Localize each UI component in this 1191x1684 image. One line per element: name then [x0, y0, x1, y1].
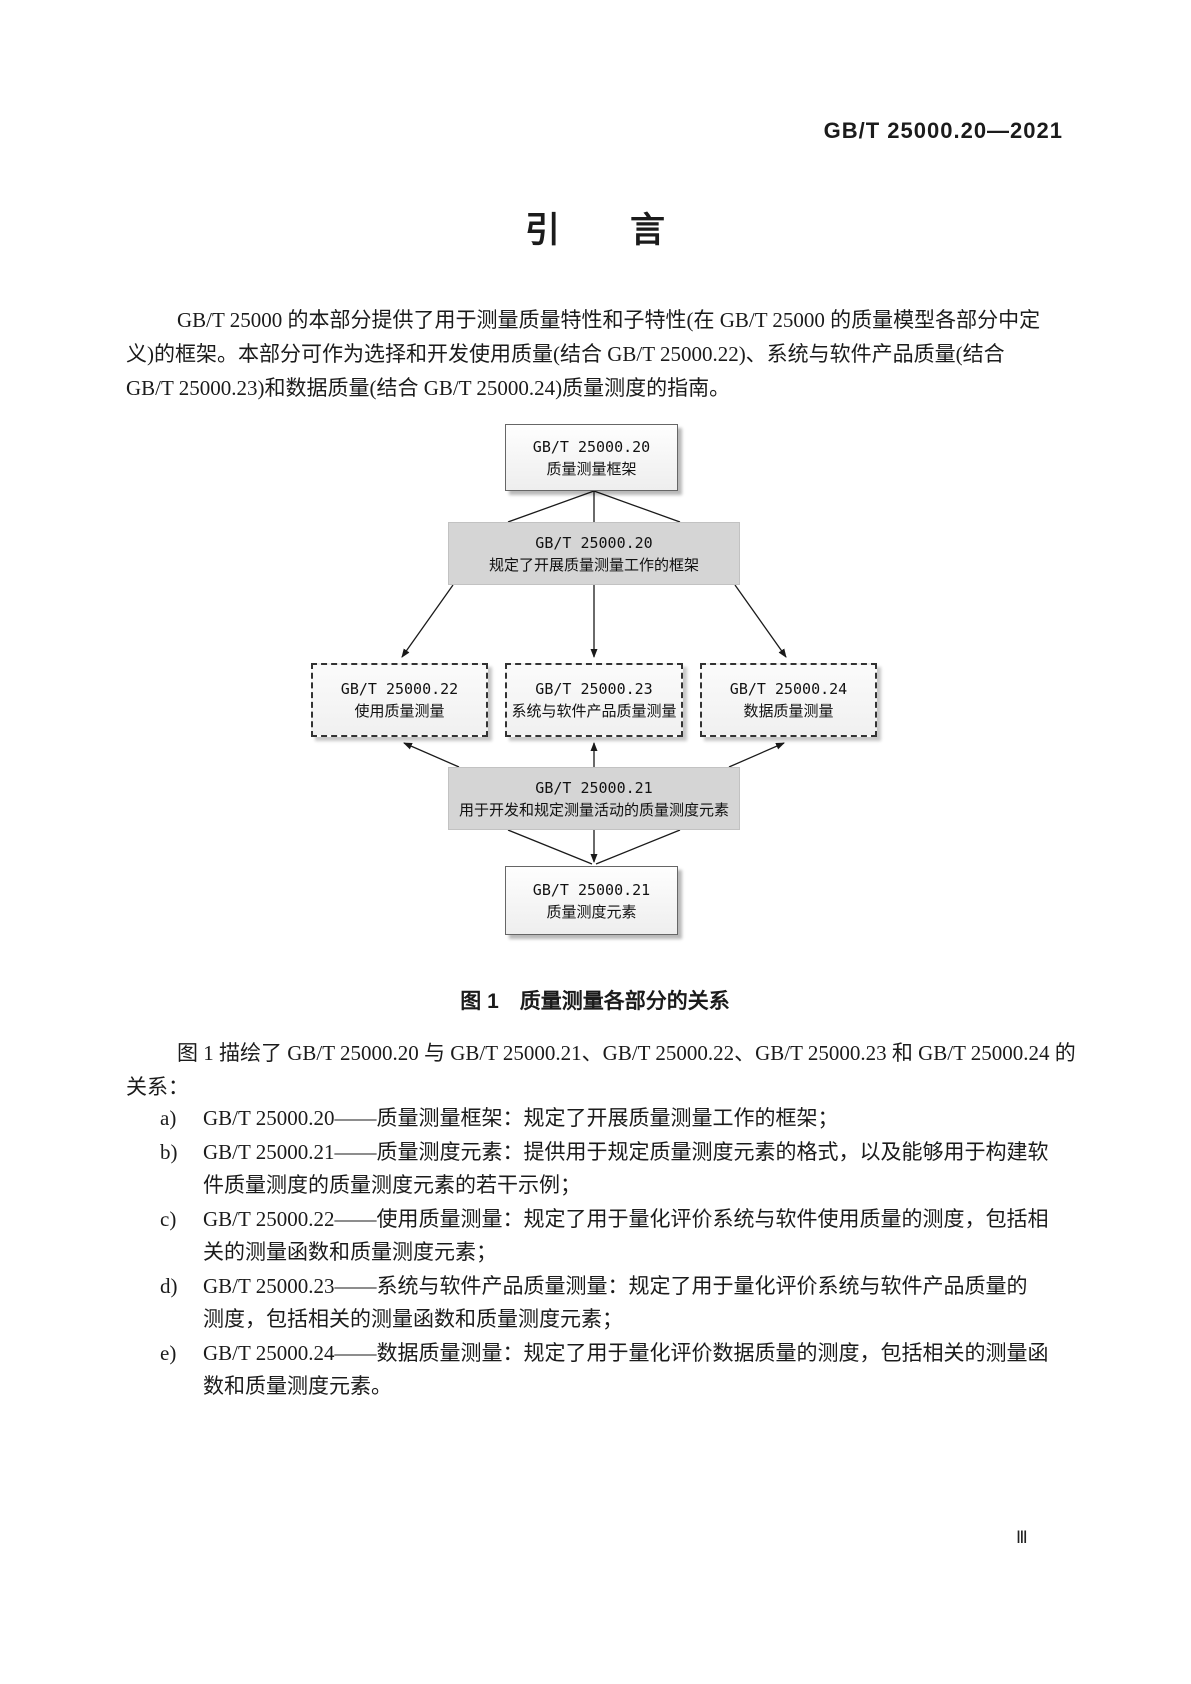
list-line: 数和质量测度元素。 [203, 1374, 392, 1398]
list-item-c: c) GB/T 25000.22——使用质量测量：规定了用于量化评价系统与软件使… [160, 1203, 1066, 1270]
list-line: 件质量测度的质量测度元素的若干示例； [203, 1173, 581, 1197]
box-label: 规定了开展质量测量工作的框架 [488, 555, 699, 574]
box-code: GB/T 25000.21 [535, 778, 653, 797]
box-label: 使用质量测量 [354, 702, 445, 720]
box-code: GB/T 25000.21 [532, 880, 651, 899]
box-quality-measure-elements: GB/T 25000.21 质量测度元素 [505, 866, 678, 935]
box-code: GB/T 25000.24 [729, 680, 848, 698]
standards-list: a) GB/T 25000.20——质量测量框架：规定了开展质量测量工作的框架；… [160, 1102, 1066, 1404]
list-line: GB/T 25000.23——系统与软件产品质量测量：规定了用于量化评价系统与软… [203, 1273, 1028, 1298]
box-quality-in-use-measurement: GB/T 25000.22 使用质量测量 [311, 663, 488, 737]
list-line: 关的测量函数和质量测度元素； [203, 1240, 497, 1264]
list-marker: a) [160, 1106, 177, 1130]
figure-caption: 图 1 质量测量各部分的关系 [460, 990, 730, 1013]
list-item-d: d) GB/T 25000.23——系统与软件产品质量测量：规定了用于量化评价系… [160, 1270, 1066, 1337]
list-marker: d) [160, 1273, 178, 1298]
list-line: GB/T 25000.20——质量测量框架：规定了开展质量测量工作的框架； [203, 1106, 839, 1130]
after-figure-paragraph: 图 1 描绘了 GB/T 25000.20 与 GB/T 25000.21、GB… [126, 1036, 1076, 1104]
box-label: 质量测量框架 [546, 459, 637, 478]
list-marker: b) [160, 1139, 178, 1164]
box-framework-description: GB/T 25000.20 规定了开展质量测量工作的框架 [448, 522, 740, 585]
page-title: 引 言 [524, 211, 665, 250]
list-line: 测度，包括相关的测量函数和质量测度元素； [203, 1307, 623, 1331]
list-marker: e) [160, 1340, 177, 1365]
list-item-e: e) GB/T 25000.24——数据质量测量：规定了用于量化评价数据质量的测… [160, 1337, 1066, 1404]
paragraph-line: 图 1 描绘了 GB/T 25000.20 与 GB/T 25000.21、GB… [177, 1041, 1076, 1065]
box-data-quality-measurement: GB/T 25000.24 数据质量测量 [700, 663, 877, 737]
box-code: GB/T 25000.20 [532, 437, 651, 456]
box-code: GB/T 25000.23 [535, 680, 653, 698]
box-quality-measurement-framework: GB/T 25000.20 质量测量框架 [505, 424, 678, 491]
page-number: Ⅲ [1016, 1528, 1028, 1547]
box-label: 系统与软件产品质量测量 [511, 702, 677, 720]
list-item-a: a) GB/T 25000.20——质量测量框架：规定了开展质量测量工作的框架； [160, 1102, 1066, 1136]
list-marker: c) [160, 1206, 177, 1231]
standard-number-header: GB/T 25000.20—2021 [823, 118, 1063, 143]
box-system-software-product-quality-measurement: GB/T 25000.23 系统与软件产品质量测量 [505, 663, 683, 737]
intro-line: GB/T 25000.23)和数据质量(结合 GB/T 25000.24)质量测… [126, 376, 731, 400]
box-measure-elements-description: GB/T 25000.21 用于开发和规定测量活动的质量测度元素 [448, 767, 740, 830]
paragraph-line: 关系： [126, 1075, 189, 1099]
intro-line: 义)的框架。本部分可作为选择和开发使用质量(结合 GB/T 25000.22)、… [126, 342, 1005, 366]
intro-line: GB/T 25000 的本部分提供了用于测量质量特性和子特性(在 GB/T 25… [177, 308, 1041, 332]
figure-diagram: GB/T 25000.20 质量测量框架 GB/T 25000.20 规定了开展… [311, 424, 877, 937]
box-label: 数据质量测量 [743, 702, 834, 720]
box-code: GB/T 25000.20 [535, 533, 653, 552]
list-item-b: b) GB/T 25000.21——质量测度元素：提供用于规定质量测度元素的格式… [160, 1136, 1066, 1203]
list-line: GB/T 25000.22——使用质量测量：规定了用于量化评价系统与软件使用质量… [203, 1206, 1049, 1231]
list-line: GB/T 25000.24——数据质量测量：规定了用于量化评价数据质量的测度，包… [203, 1340, 1049, 1365]
intro-paragraph: GB/T 25000 的本部分提供了用于测量质量特性和子特性(在 GB/T 25… [126, 303, 1066, 405]
diagram-arrows [401, 490, 787, 865]
box-label: 质量测度元素 [546, 902, 637, 921]
list-line: GB/T 25000.21——质量测度元素：提供用于规定质量测度元素的格式，以及… [203, 1139, 1049, 1164]
box-label: 用于开发和规定测量活动的质量测度元素 [458, 800, 729, 819]
box-code: GB/T 25000.22 [340, 680, 459, 698]
